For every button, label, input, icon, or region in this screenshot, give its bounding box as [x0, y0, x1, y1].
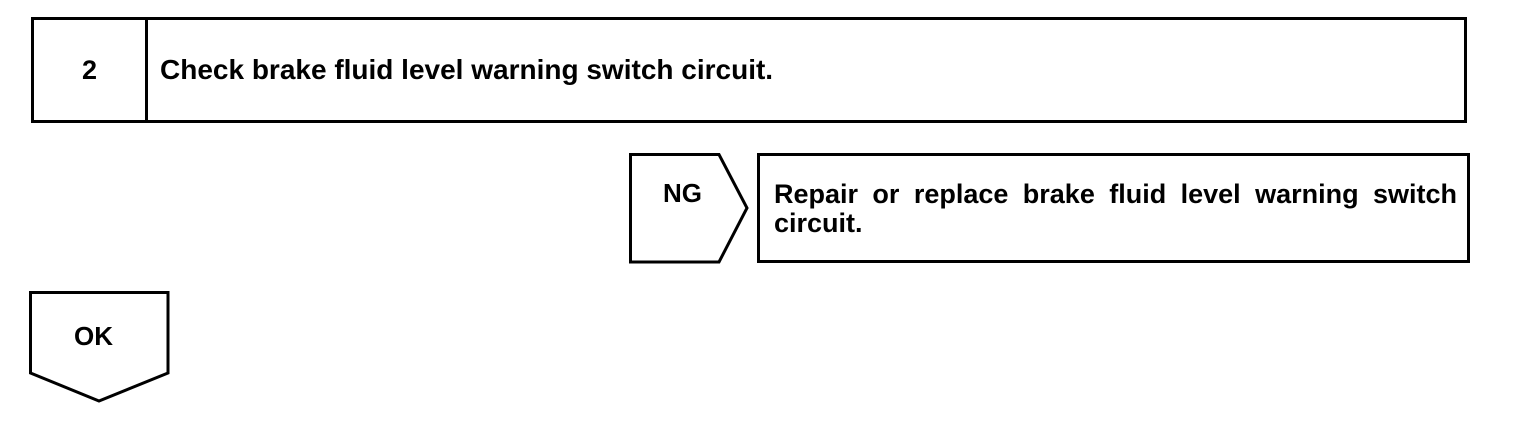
ng-result-text: Repair or replace brake fluid level warn… — [774, 179, 1457, 238]
ng-arrow-shape — [629, 153, 749, 264]
ok-label: OK — [74, 321, 113, 351]
ok-arrow-tag: OK — [29, 291, 170, 403]
ng-result-box: Repair or replace brake fluid level warn… — [757, 153, 1470, 263]
ng-label: NG — [663, 178, 702, 208]
step-box: 2 Check brake fluid level warning switch… — [31, 17, 1467, 123]
ok-arrow-shape — [29, 291, 170, 403]
step-title: Check brake fluid level warning switch c… — [160, 54, 774, 85]
step-number: 2 — [34, 20, 148, 120]
ng-arrow-tag: NG — [629, 153, 750, 264]
